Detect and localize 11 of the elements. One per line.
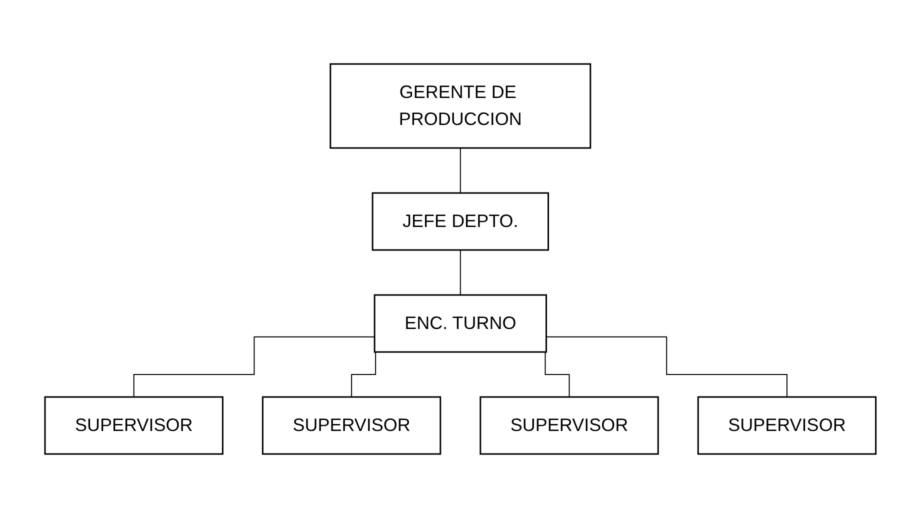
- connector: [546, 336, 788, 398]
- node-box: SUPERVISOR: [262, 396, 442, 455]
- node-box: GERENTE DE PRODUCCION: [330, 63, 592, 149]
- connector: [460, 148, 461, 194]
- node-box: SUPERVISOR: [697, 396, 877, 455]
- node-box: SUPERVISOR: [480, 396, 659, 455]
- connector: [133, 336, 376, 398]
- connector: [460, 250, 461, 296]
- node-box: SUPERVISOR: [44, 396, 224, 455]
- node-box: ENC. TURNO: [374, 294, 548, 353]
- node-box: JEFE DEPTO.: [372, 192, 550, 251]
